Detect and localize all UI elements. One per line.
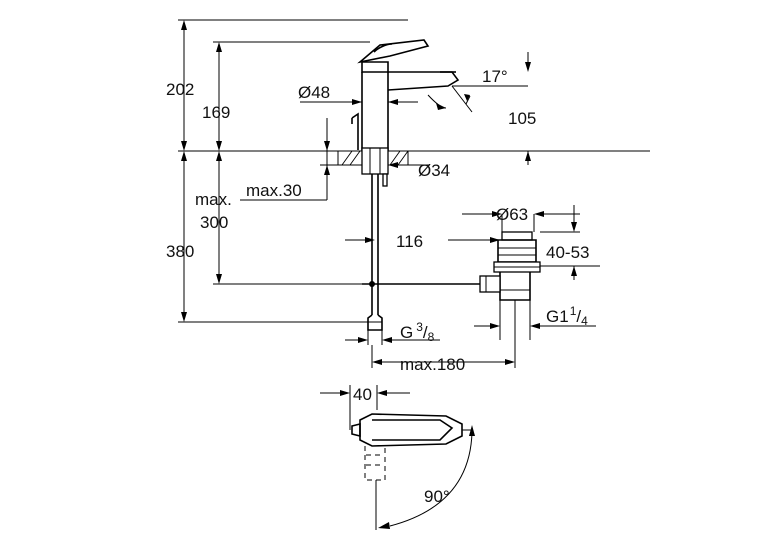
label-169: 169 bbox=[202, 103, 230, 122]
dim-angle-17 bbox=[427, 52, 531, 165]
label-116: 116 bbox=[396, 232, 423, 251]
label-g114: G11/4 bbox=[546, 304, 588, 328]
supply-hoses bbox=[367, 173, 388, 331]
plan-view bbox=[320, 385, 475, 530]
label-105: 105 bbox=[508, 109, 536, 128]
label-17: 17° bbox=[482, 67, 508, 86]
label-34: Ø34 bbox=[418, 161, 450, 180]
label-max180: max.180 bbox=[400, 355, 465, 374]
label-380: 380 bbox=[166, 242, 194, 261]
label-max30: max.30 bbox=[246, 181, 302, 200]
dimension-lines-left bbox=[178, 19, 650, 323]
label-48: Ø48 bbox=[298, 83, 330, 102]
label-202: 202 bbox=[166, 80, 194, 99]
waste-fitting bbox=[462, 205, 600, 340]
dimension-labels: 202 169 Ø48 17° 105 Ø34 max. max.30 300 … bbox=[166, 67, 589, 506]
dim-max180 bbox=[371, 300, 516, 368]
label-63: Ø63 bbox=[496, 205, 528, 224]
label-90: 90° bbox=[424, 487, 450, 506]
dim-g38 bbox=[345, 330, 440, 345]
deck-section bbox=[337, 147, 430, 175]
dim-116 bbox=[345, 237, 500, 243]
faucet-body bbox=[351, 39, 460, 151]
dim-48 bbox=[300, 99, 418, 105]
label-40-53: 40-53 bbox=[546, 243, 589, 262]
label-40: 40 bbox=[353, 385, 372, 404]
linkage-rod bbox=[362, 281, 480, 287]
label-max: max. bbox=[195, 190, 232, 209]
label-300: 300 bbox=[200, 213, 228, 232]
